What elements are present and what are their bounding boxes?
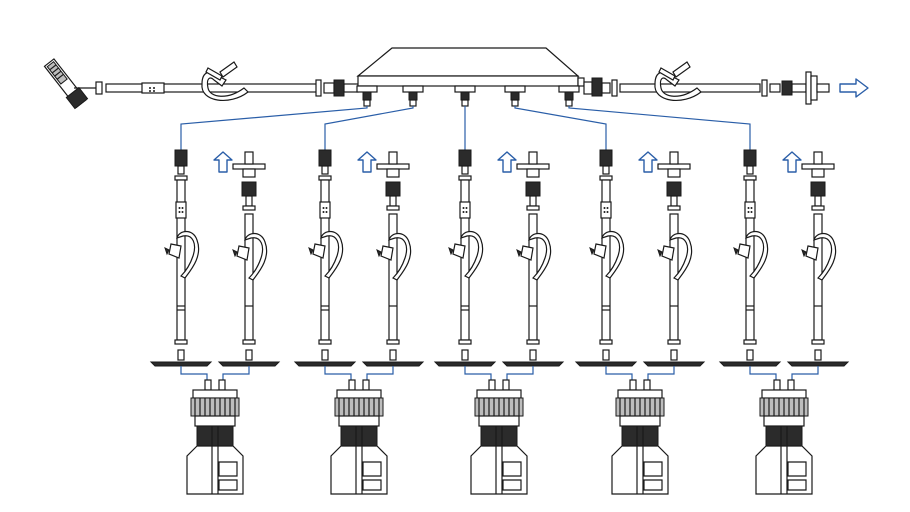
- connector-line: [324, 366, 352, 380]
- branch-pair: [514, 106, 706, 495]
- branch-pair: [568, 106, 850, 495]
- connector-line: [605, 366, 633, 380]
- bottle-icon: [186, 379, 244, 495]
- pinch-clamp-icon: [308, 230, 344, 279]
- base-plate: [217, 361, 281, 367]
- base-plate: [501, 361, 565, 367]
- pinch-clamp-icon: [376, 232, 412, 281]
- connector-line: [324, 106, 414, 150]
- flow-arrow-up-icon: [497, 151, 517, 173]
- pinch-clamp-icon: [448, 230, 484, 279]
- base-plate: [718, 361, 782, 367]
- flow-arrow-up-icon: [638, 151, 658, 173]
- connector-line: [568, 106, 751, 150]
- luer-connector-icon: [174, 149, 188, 167]
- vent-filter-icon: [232, 163, 266, 170]
- luer-connector-icon: [810, 181, 826, 197]
- base-plate: [433, 361, 497, 367]
- pinch-clamp-icon: [516, 232, 552, 281]
- bottle-neck: [196, 425, 234, 447]
- vent-filter-icon: [801, 163, 835, 170]
- connector-line: [749, 366, 777, 380]
- connector-line: [180, 106, 368, 150]
- connector-line: [647, 366, 675, 380]
- flow-arrow-up-icon: [782, 151, 802, 173]
- top-left-tube: [105, 83, 319, 93]
- base-plate: [149, 361, 213, 367]
- pinch-clamp-icon: [654, 61, 702, 101]
- pinch-clamp-icon: [589, 230, 625, 279]
- bottle-body: [470, 445, 528, 495]
- bottle-icon: [470, 379, 528, 495]
- branch-pair: [433, 106, 565, 495]
- branch-pair: [149, 106, 368, 495]
- luer-connector-icon: [666, 181, 682, 197]
- luer-connector-icon: [318, 149, 332, 167]
- pinch-clamp-icon: [232, 232, 268, 281]
- bottle-body: [755, 445, 813, 495]
- pinch-clamp-icon: [733, 230, 769, 279]
- manifold-port: [558, 85, 580, 107]
- luer-connector-icon: [525, 181, 541, 197]
- bottle-icon: [755, 379, 813, 495]
- base-plate: [574, 361, 638, 367]
- luer-connector-icon: [385, 181, 401, 197]
- bottle-body: [186, 445, 244, 495]
- connector-line: [506, 366, 534, 380]
- base-plate: [361, 361, 425, 367]
- luer-connector-icon: [591, 77, 603, 97]
- luer-connector-icon: [241, 181, 257, 197]
- vent-filter-icon: [376, 163, 410, 170]
- luer-connector-icon: [458, 149, 472, 167]
- luer-connector-icon: [333, 79, 345, 97]
- base-plate: [293, 361, 357, 367]
- connector-line: [464, 366, 492, 380]
- base-plate: [786, 361, 850, 367]
- flow-arrow-right-icon: [839, 78, 869, 98]
- vent-filter-icon: [657, 163, 691, 170]
- luer-connector-icon: [599, 149, 613, 167]
- manifold-port: [504, 85, 526, 107]
- connector-line: [791, 366, 819, 380]
- top-line: [43, 47, 869, 110]
- luer-connector-icon: [743, 149, 757, 167]
- bottle-body: [330, 445, 388, 495]
- pinch-clamp-icon: [164, 230, 200, 279]
- branch-assemblies: [149, 106, 850, 495]
- connector-line: [366, 366, 394, 380]
- manifold-block: [356, 47, 585, 87]
- pinch-clamp-icon: [801, 232, 837, 281]
- manifold-ports: [356, 85, 580, 107]
- bottle-icon: [611, 379, 669, 495]
- pinch-clamp-icon: [657, 232, 693, 281]
- pinch-clamp-icon: [201, 61, 249, 101]
- vent-filter-icon: [791, 71, 830, 105]
- base-plate: [642, 361, 706, 367]
- connector-line: [222, 366, 250, 380]
- branch-pair: [293, 106, 425, 495]
- top-right-tube: [619, 83, 761, 93]
- flow-arrow-up-icon: [357, 151, 377, 173]
- sampling-port-device: [43, 58, 89, 110]
- vent-filter-icon: [516, 163, 550, 170]
- bottle-neck: [621, 425, 659, 447]
- bottle-neck: [765, 425, 803, 447]
- bottle-body: [611, 445, 669, 495]
- bottle-neck: [480, 425, 518, 447]
- bottle-icon: [330, 379, 388, 495]
- connector-line: [514, 106, 607, 150]
- manifold-port: [402, 85, 424, 107]
- connector-line: [180, 366, 208, 380]
- manifold-port: [356, 85, 378, 107]
- manifold-port: [454, 85, 476, 107]
- flow-arrow-up-icon: [213, 151, 233, 173]
- bottle-neck: [340, 425, 378, 447]
